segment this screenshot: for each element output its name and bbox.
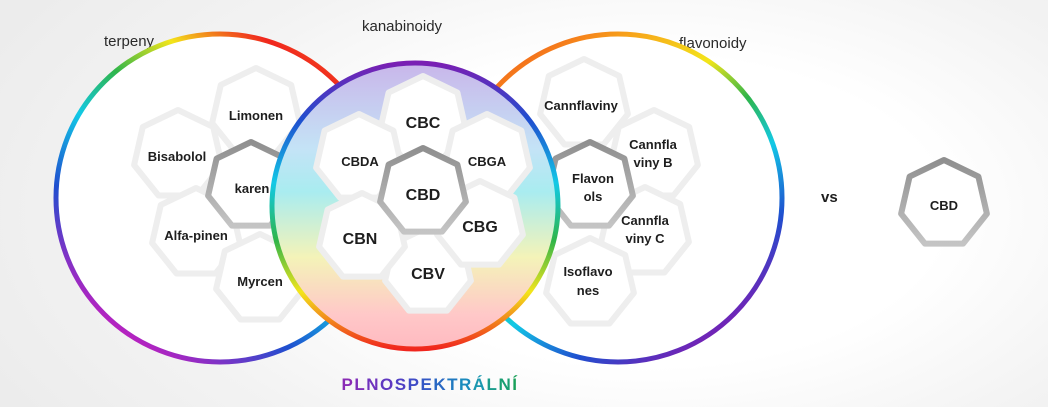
brand-letter: P — [342, 375, 355, 394]
brand-letter: Í — [512, 375, 518, 394]
single-cbd-hexagon — [898, 157, 990, 247]
terpenes-title: terpeny — [104, 33, 155, 50]
hex-label-flavonols-1: Flavon — [572, 171, 614, 186]
hex-label-isoflavones-1: Isoflavo — [563, 264, 612, 279]
hex-label-cannflaviny: Cannflaviny — [544, 98, 618, 113]
hex-label-limonen: Limonen — [229, 108, 283, 123]
vs-label: vs — [821, 189, 838, 206]
hex-label-cbc: CBC — [406, 115, 441, 132]
hex-label-myrcen: Myrcen — [237, 274, 283, 289]
brand-letter: E — [420, 375, 433, 394]
hex-label-cbv: CBV — [411, 266, 445, 283]
hex-label-cannflaviny-b-2: viny B — [633, 155, 672, 170]
hexagon-single-cbd — [898, 157, 990, 247]
hex-label-bisabolol: Bisabolol — [148, 149, 207, 164]
cannabinoid-labels: CBC CBDA CBGA CBD CBN CBG CBV — [341, 115, 507, 283]
hex-label-cbda: CBDA — [341, 154, 379, 169]
terpene-labels: Limonen Bisabolol karen Alfa-pinen Myrce… — [148, 108, 283, 289]
hex-label-alfa-pinen: Alfa-pinen — [164, 228, 228, 243]
brand-letter: Á — [473, 375, 487, 394]
hex-label-cbn: CBN — [343, 231, 378, 248]
brand-letter: P — [408, 375, 421, 394]
brand-letter: T — [447, 375, 459, 394]
hex-label-cbd: CBD — [406, 187, 441, 204]
brand-letter: O — [380, 375, 395, 394]
hex-label-karen: karen — [235, 181, 270, 196]
brand-letter: L — [354, 375, 366, 394]
full-spectrum-brand: PLNOSPEKTRÁLNÍ — [342, 375, 519, 394]
brand-letter: L — [487, 375, 499, 394]
flavonoids-title: flavonoidy — [679, 35, 747, 52]
hex-label-cannflaviny-c-1: Cannfla — [621, 213, 669, 228]
hex-label-cannflaviny-c-2: viny C — [625, 231, 665, 246]
flavonoid-labels: Cannflaviny Cannfla viny B Flavon ols Ca… — [544, 98, 677, 298]
hex-label-cannflaviny-b-1: Cannfla — [629, 137, 677, 152]
hex-label-cbg: CBG — [462, 219, 498, 236]
hex-label-cbga: CBGA — [468, 154, 507, 169]
brand-letter: S — [395, 375, 408, 394]
brand-letter: K — [433, 375, 447, 394]
brand-letter: N — [366, 375, 380, 394]
hex-label-flavonols-2: ols — [584, 189, 603, 204]
hexagon-isoflavones — [543, 235, 637, 327]
cannabinoids-title: kanabinoidy — [362, 18, 443, 35]
hex-label-isoflavones-2: nes — [577, 283, 599, 298]
brand-letter: N — [498, 375, 512, 394]
hexagon-cbd — [377, 145, 469, 235]
single-cbd-label: CBD — [930, 198, 958, 213]
cannabinoids-circle: CBC CBDA CBGA CBD CBN CBG CBV — [269, 60, 561, 352]
brand-letter: R — [459, 375, 473, 394]
